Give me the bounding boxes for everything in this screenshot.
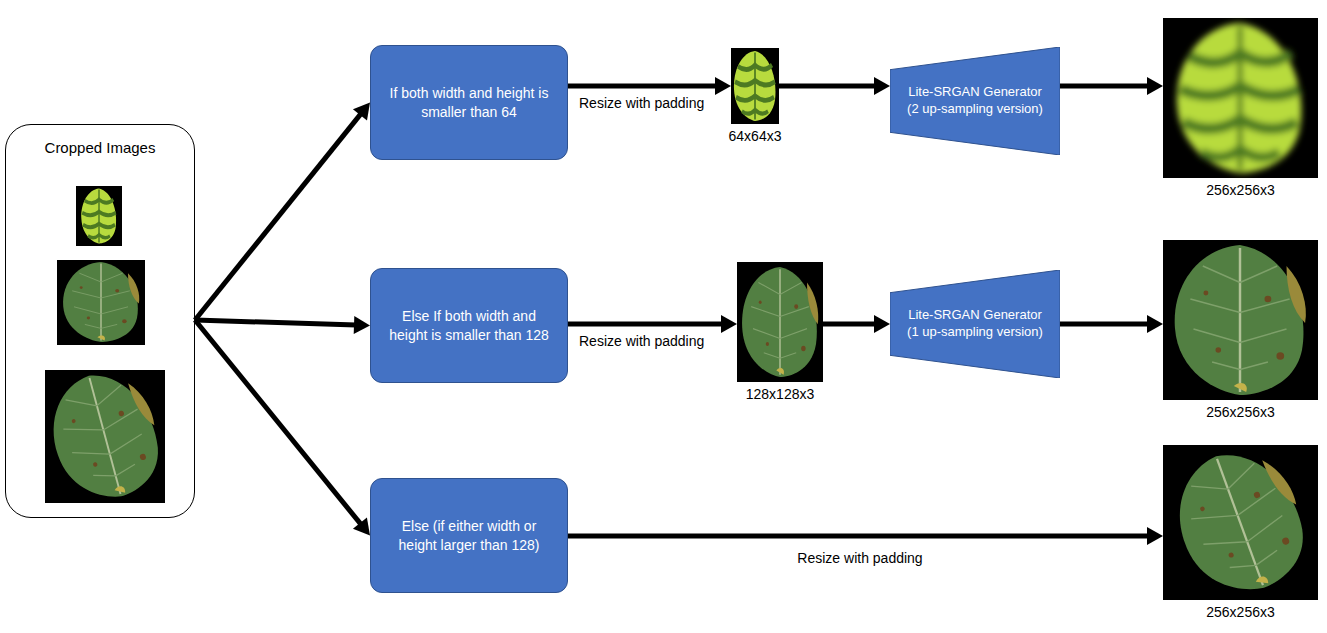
arrow-shaft — [779, 84, 876, 89]
flow-arrow — [1060, 77, 1163, 95]
arrow-head — [874, 315, 890, 333]
image-box: 256x256x3 — [1163, 445, 1318, 620]
condition-text: If both width and height is smaller than… — [385, 84, 553, 120]
output-leaf-2 — [1163, 240, 1318, 400]
flow-arrow — [195, 316, 370, 334]
arrow-head — [721, 315, 737, 333]
arrow-head — [1147, 315, 1163, 333]
edge-label: Resize with padding — [577, 333, 706, 349]
arrow-head — [1147, 527, 1163, 545]
flow-arrow — [195, 103, 370, 321]
size-label: 256x256x3 — [1123, 404, 1327, 420]
arrow-head — [1147, 77, 1163, 95]
output-leaf-1 — [1163, 18, 1318, 178]
flow-arrow — [568, 527, 1163, 545]
condition-text: Else (if either width or height larger t… — [385, 517, 553, 553]
generator-trapezoid: Lite-SRGAN Generator (2 up-sampling vers… — [890, 47, 1060, 155]
image-frame — [731, 48, 779, 124]
arrow-shaft — [568, 322, 723, 327]
padded-leaf-128 — [737, 262, 823, 382]
arrow-shaft — [568, 84, 717, 89]
flow-arrow — [568, 315, 737, 333]
condition-text: Else If both width and height is smaller… — [385, 307, 553, 343]
arrow-shaft — [195, 320, 361, 525]
image-box: 256x256x3 — [1163, 240, 1318, 420]
arrow-shaft — [568, 534, 1149, 539]
arrow-head — [874, 77, 890, 95]
arrow-shaft — [823, 322, 876, 327]
flow-arrow — [1060, 315, 1163, 333]
group-box: Cropped Images — [5, 124, 195, 518]
size-label: 256x256x3 — [1123, 604, 1327, 620]
arrow-shaft — [1060, 84, 1149, 89]
padded-leaf-64 — [731, 48, 779, 124]
cropped-leaf-medium — [57, 260, 145, 345]
flow-arrow — [823, 315, 890, 333]
cropped-leaf-large — [40, 362, 170, 509]
generator-label: Lite-SRGAN Generator (1 up-sampling vers… — [905, 307, 1045, 341]
flow-arrow — [195, 320, 370, 536]
image-frame — [737, 262, 823, 382]
process-box: Else If both width and height is smaller… — [370, 268, 568, 383]
arrow-shaft — [195, 320, 356, 325]
group-title: Cropped Images — [6, 139, 194, 156]
edge-label: Resize with padding — [795, 550, 924, 566]
arrow-shaft — [1060, 322, 1149, 327]
size-label: 64x64x3 — [691, 128, 819, 144]
trapezoid-outline — [890, 47, 1060, 155]
cropped-leaf-small — [76, 186, 122, 246]
size-label: 256x256x3 — [1123, 182, 1327, 198]
arrow-head — [354, 316, 370, 334]
arrow-head — [715, 77, 731, 95]
edge-label: Resize with padding — [577, 95, 706, 111]
output-leaf-3 — [1161, 436, 1320, 608]
arrow-shaft — [195, 113, 361, 320]
process-box: Else (if either width or height larger t… — [370, 478, 568, 593]
image-box: 64x64x3 — [731, 48, 779, 144]
flow-arrow — [568, 77, 731, 95]
image-frame — [1163, 445, 1318, 600]
image-frame — [1163, 240, 1318, 400]
size-label: 128x128x3 — [697, 386, 863, 402]
image-box: 256x256x3 — [1163, 18, 1318, 198]
image-box: 128x128x3 — [737, 262, 823, 402]
process-box: If both width and height is smaller than… — [370, 45, 568, 160]
generator-trapezoid: Lite-SRGAN Generator (1 up-sampling vers… — [890, 270, 1060, 378]
flow-arrow — [779, 77, 890, 95]
trapezoid-outline — [890, 270, 1060, 378]
generator-label: Lite-SRGAN Generator (2 up-sampling vers… — [905, 84, 1045, 118]
image-frame — [1163, 18, 1318, 178]
